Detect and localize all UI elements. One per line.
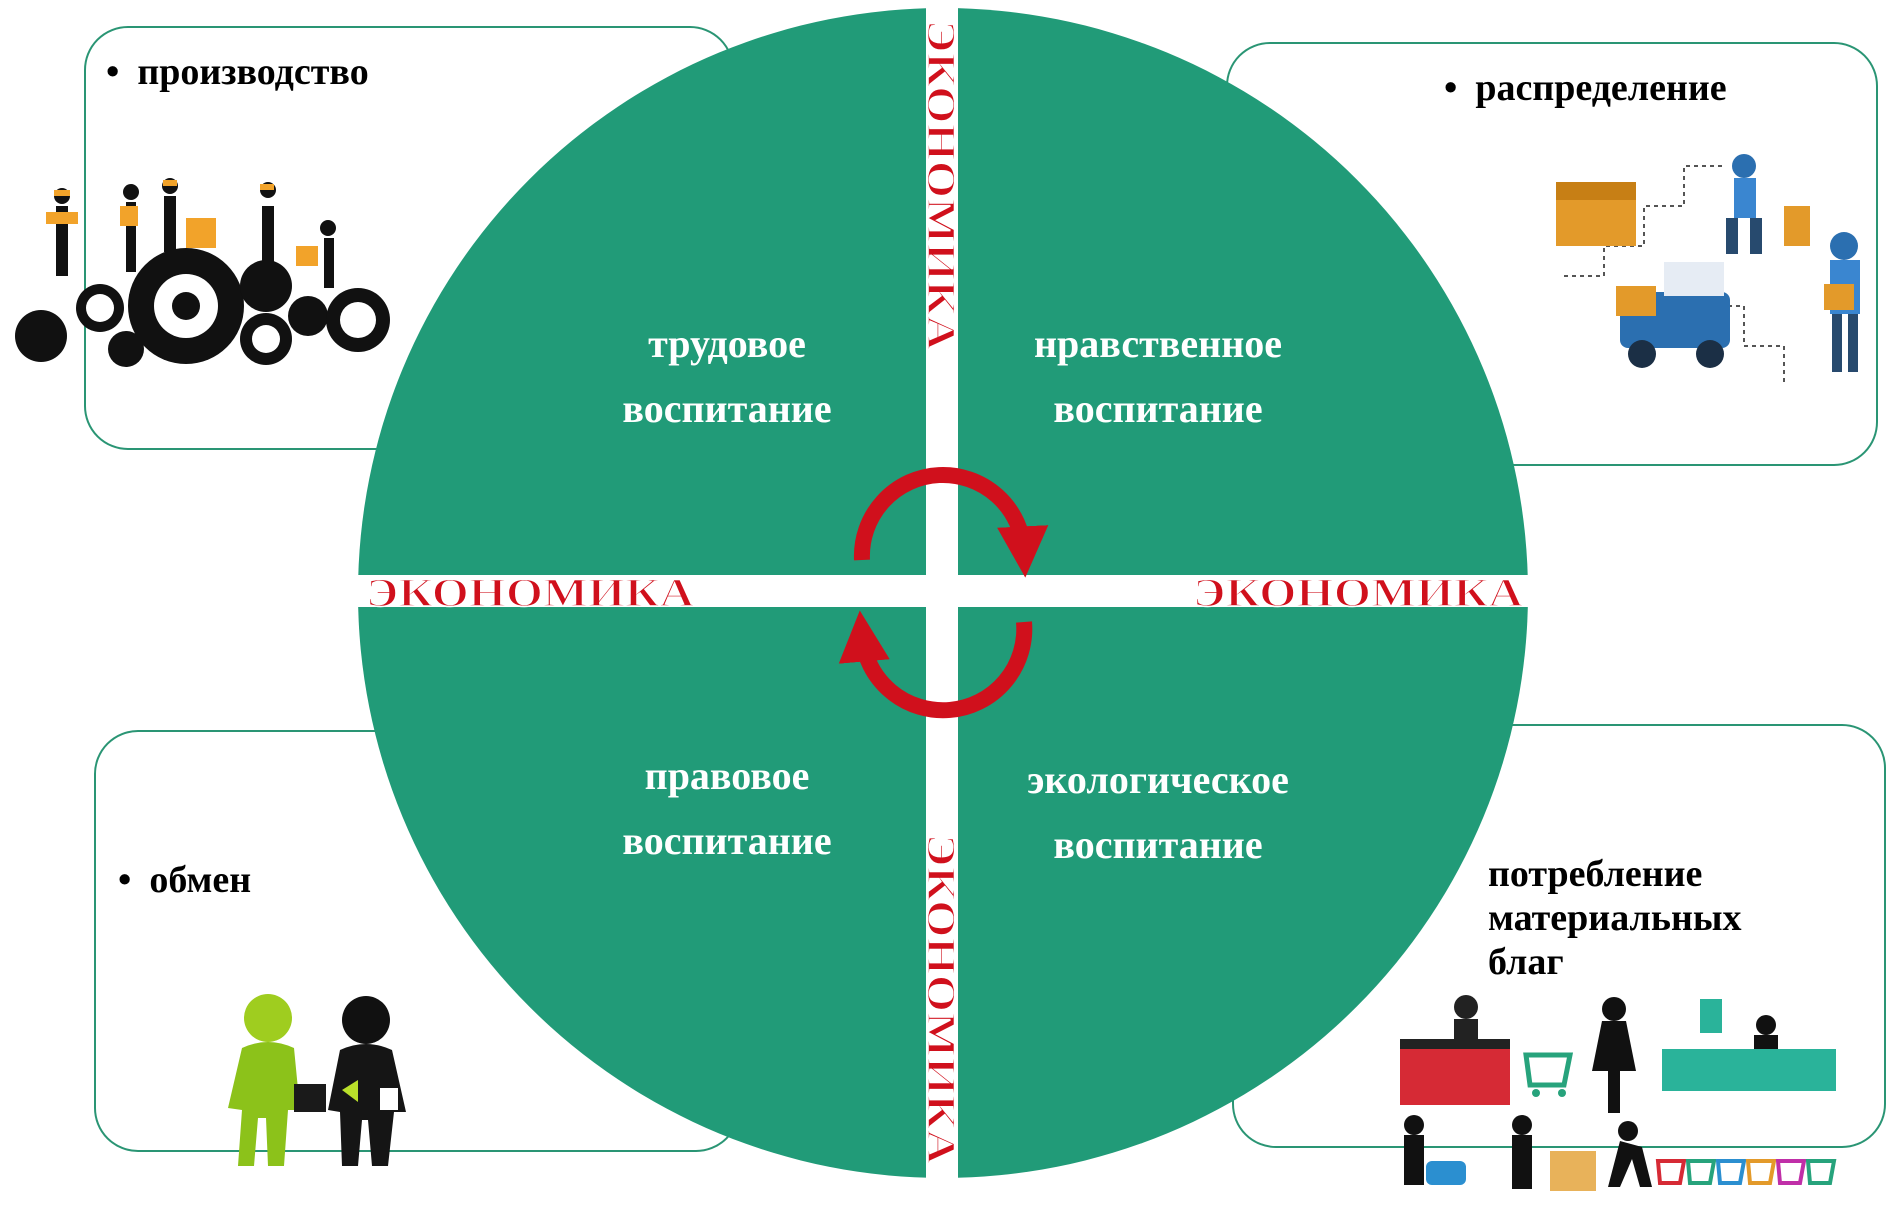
consumption-shopping-illustration (1400, 995, 1837, 1191)
quadrant-labor-line2: воспитание (622, 386, 831, 431)
label-production: •производство (106, 51, 369, 93)
cycle-arrow-bottom (838, 610, 1033, 719)
quadrant-moral-line2: воспитание (1053, 386, 1262, 431)
cycle-arrow-top (853, 466, 1049, 578)
economy-label-left: ЭКОНОМИКА (366, 570, 694, 615)
label-consumption: потребление материальных благ (1488, 853, 1742, 983)
vertical-divider (926, 0, 958, 1209)
production-gears-illustration (15, 178, 390, 367)
economy-label-bottom: ЭКОНОМИКА (919, 834, 964, 1164)
quadrant-ecological-line1: экологическое (1027, 757, 1289, 802)
quadrant-labor-line1: трудовое (648, 321, 806, 366)
quadrant-moral-line1: нравственное (1034, 321, 1282, 366)
economy-label-right: ЭКОНОМИКА (1193, 570, 1523, 615)
quadrant-ecological-line2: воспитание (1053, 822, 1262, 867)
label-exchange: •обмен (118, 859, 252, 901)
economy-label-top: ЭКОНОМИКА (919, 20, 964, 350)
quadrant-legal-line1: правовое (645, 753, 810, 798)
exchange-figures-illustration (228, 994, 406, 1166)
distribution-logistics-illustration (1556, 154, 1860, 386)
label-distribution: •распределение (1444, 67, 1727, 109)
quadrant-legal-line2: воспитание (622, 818, 831, 863)
